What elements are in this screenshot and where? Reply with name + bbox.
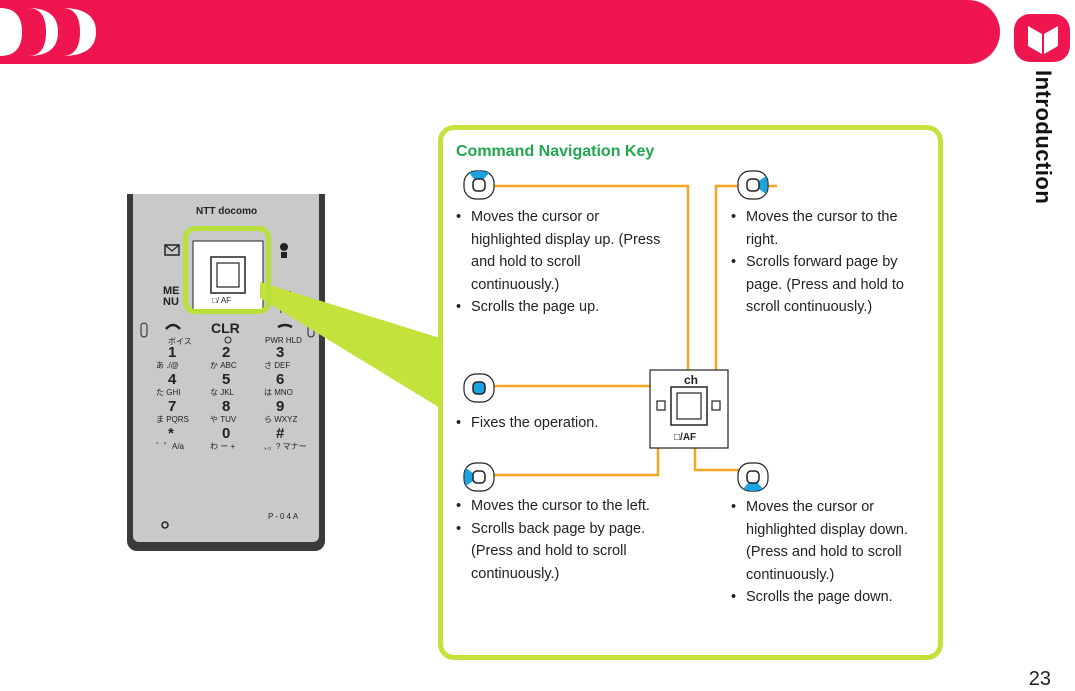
nav-key-diagram: ch <box>649 369 729 449</box>
model-label: P-04A <box>268 512 301 521</box>
key: *゛゜A/a <box>156 425 185 451</box>
right-description: •Moves the cursor to the right. •Scrolls… <box>731 209 904 315</box>
nav-left-icon <box>463 462 495 492</box>
center-description: •Fixes the operation. <box>456 415 599 431</box>
menu-label: ME NU <box>163 285 180 308</box>
page-number: 23 <box>1028 668 1051 690</box>
nav-key-highlight <box>183 226 271 314</box>
nav-up-icon <box>463 170 495 200</box>
nav-key-bottom-label: □/AF <box>674 432 697 443</box>
nav-bottom-label: □/ AF <box>212 296 232 305</box>
key: #、。? マナー <box>264 425 307 451</box>
chevron-decoration <box>0 0 110 64</box>
svg-text:ch: ch <box>684 373 698 387</box>
nav-center-icon <box>463 373 495 403</box>
nav-right-icon <box>737 170 769 200</box>
phone-keypad <box>140 235 315 535</box>
section-title: Introduction <box>1031 70 1056 205</box>
voice-label: ボイス <box>168 337 192 346</box>
left-description: •Moves the cursor to the left. •Scrolls … <box>456 498 650 582</box>
pwr-label: PWR HLD <box>265 336 302 345</box>
nav-down-icon <box>737 462 769 492</box>
phone-brand: NTT docomo <box>196 206 258 217</box>
down-description: •Moves the cursor or highlighted display… <box>731 499 909 605</box>
beginner-mark-icon <box>1014 14 1070 62</box>
clr-label: CLR <box>211 320 240 336</box>
up-description: •Moves the cursor or highlighted display… <box>456 209 661 315</box>
header-bar <box>0 0 1000 64</box>
zoom-connector <box>260 280 445 410</box>
panel-title: Command Navigation Key <box>456 143 655 160</box>
